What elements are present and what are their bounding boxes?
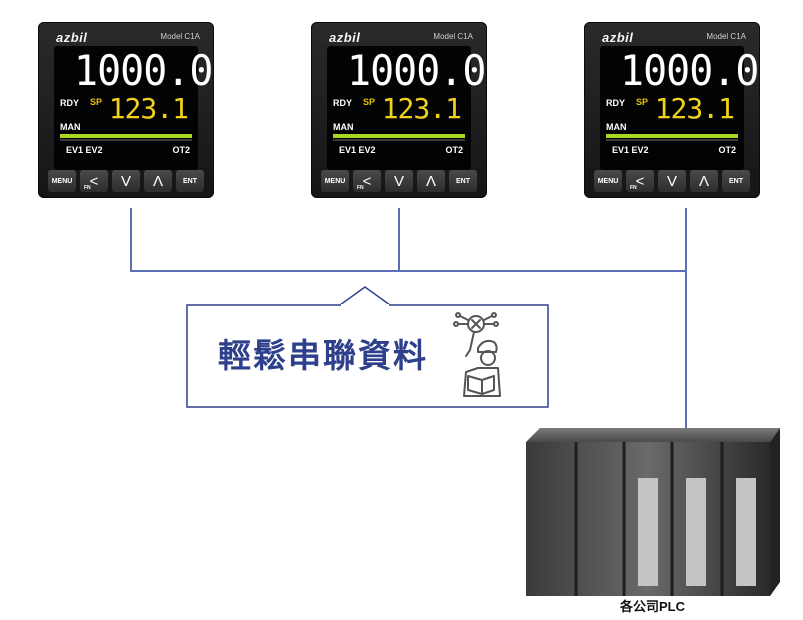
keypad: MENU <FN V Λ ENT xyxy=(594,170,750,192)
wire-to-plc xyxy=(685,270,687,432)
menu-button[interactable]: MENU xyxy=(48,170,76,192)
brand-logo: azbil xyxy=(56,30,88,45)
sv-readout: 123.1 xyxy=(654,92,735,125)
man-indicator: MAN xyxy=(333,122,354,132)
rdy-indicator: RDY xyxy=(606,98,626,108)
ot-indicator: OT2 xyxy=(718,145,736,155)
chevron-up-icon: Λ xyxy=(425,172,437,190)
callout-text: 輕鬆串聯資料 xyxy=(218,337,428,374)
model-label: Model C1A xyxy=(433,32,473,41)
man-indicator: MAN xyxy=(606,122,627,132)
ent-button[interactable]: ENT xyxy=(176,170,204,192)
ev-indicators: EV1 EV2 xyxy=(66,145,103,155)
chevron-left-icon: < xyxy=(635,172,645,190)
keypad: MENU <FN V Λ ENT xyxy=(321,170,477,192)
display-screen: 1000.0 RDY SP 123.1 MAN EV1 EV2 OT2 xyxy=(327,46,486,170)
output-bar xyxy=(60,134,192,138)
callout-notch xyxy=(340,286,390,306)
brand-logo: azbil xyxy=(602,30,634,45)
up-button[interactable]: Λ xyxy=(144,170,172,192)
keypad: MENU <FN V Λ ENT xyxy=(48,170,204,192)
up-button[interactable]: Λ xyxy=(690,170,718,192)
sp-indicator: SP xyxy=(363,97,376,107)
plc-caption: 各公司PLC xyxy=(620,599,686,614)
ot-indicator: OT2 xyxy=(445,145,463,155)
wire-bus xyxy=(130,270,687,272)
man-indicator: MAN xyxy=(60,122,81,132)
ev-indicators: EV1 EV2 xyxy=(339,145,376,155)
ent-button[interactable]: ENT xyxy=(449,170,477,192)
down-button[interactable]: V xyxy=(112,170,140,192)
menu-button[interactable]: MENU xyxy=(321,170,349,192)
rdy-indicator: RDY xyxy=(60,98,80,108)
sp-indicator: SP xyxy=(90,97,103,107)
fn-label: FN xyxy=(630,185,637,191)
pv-readout: 1000.0 xyxy=(620,46,759,95)
down-button[interactable]: V xyxy=(385,170,413,192)
down-button[interactable]: V xyxy=(658,170,686,192)
output-bar-track xyxy=(333,139,465,141)
output-bar xyxy=(333,134,465,138)
chevron-left-icon: < xyxy=(362,172,372,190)
chevron-down-icon: V xyxy=(666,172,677,190)
wire-drop-right xyxy=(685,208,687,271)
display-screen: 1000.0 RDY SP 123.1 MAN EV1 EV2 OT2 xyxy=(600,46,759,170)
brand-logo: azbil xyxy=(329,30,361,45)
pv-readout: 1000.0 xyxy=(74,46,213,95)
chevron-down-icon: V xyxy=(120,172,131,190)
ent-button[interactable]: ENT xyxy=(722,170,750,192)
fn-label: FN xyxy=(84,185,91,191)
left-button[interactable]: <FN xyxy=(80,170,108,192)
engineer-with-wrench-icon xyxy=(453,312,501,397)
temperature-controller-3: azbil Model C1A 1000.0 RDY SP 123.1 MAN … xyxy=(584,22,760,198)
output-bar-track xyxy=(60,139,192,141)
wire-drop-center xyxy=(398,208,400,271)
left-button[interactable]: <FN xyxy=(626,170,654,192)
sp-indicator: SP xyxy=(636,97,649,107)
ot-indicator: OT2 xyxy=(172,145,190,155)
ev-indicators: EV1 EV2 xyxy=(612,145,649,155)
wire-drop-left xyxy=(130,208,132,271)
sv-readout: 123.1 xyxy=(381,92,462,125)
temperature-controller-2: azbil Model C1A 1000.0 RDY SP 123.1 MAN … xyxy=(311,22,487,198)
left-button[interactable]: <FN xyxy=(353,170,381,192)
callout-box xyxy=(186,304,549,408)
model-label: Model C1A xyxy=(706,32,746,41)
rdy-indicator: RDY xyxy=(333,98,353,108)
menu-button[interactable]: MENU xyxy=(594,170,622,192)
display-screen: 1000.0 RDY SP 123.1 MAN EV1 EV2 OT2 xyxy=(54,46,213,170)
up-button[interactable]: Λ xyxy=(417,170,445,192)
fn-label: FN xyxy=(357,185,364,191)
chevron-up-icon: Λ xyxy=(152,172,164,190)
output-bar-track xyxy=(606,139,738,141)
sv-readout: 123.1 xyxy=(108,92,189,125)
chevron-down-icon: V xyxy=(393,172,404,190)
model-label: Model C1A xyxy=(160,32,200,41)
pv-readout: 1000.0 xyxy=(347,46,486,95)
plc-rack xyxy=(526,428,780,596)
chevron-left-icon: < xyxy=(89,172,99,190)
chevron-up-icon: Λ xyxy=(698,172,710,190)
temperature-controller-1: azbil Model C1A 1000.0 RDY SP 123.1 MAN … xyxy=(38,22,214,198)
output-bar xyxy=(606,134,738,138)
